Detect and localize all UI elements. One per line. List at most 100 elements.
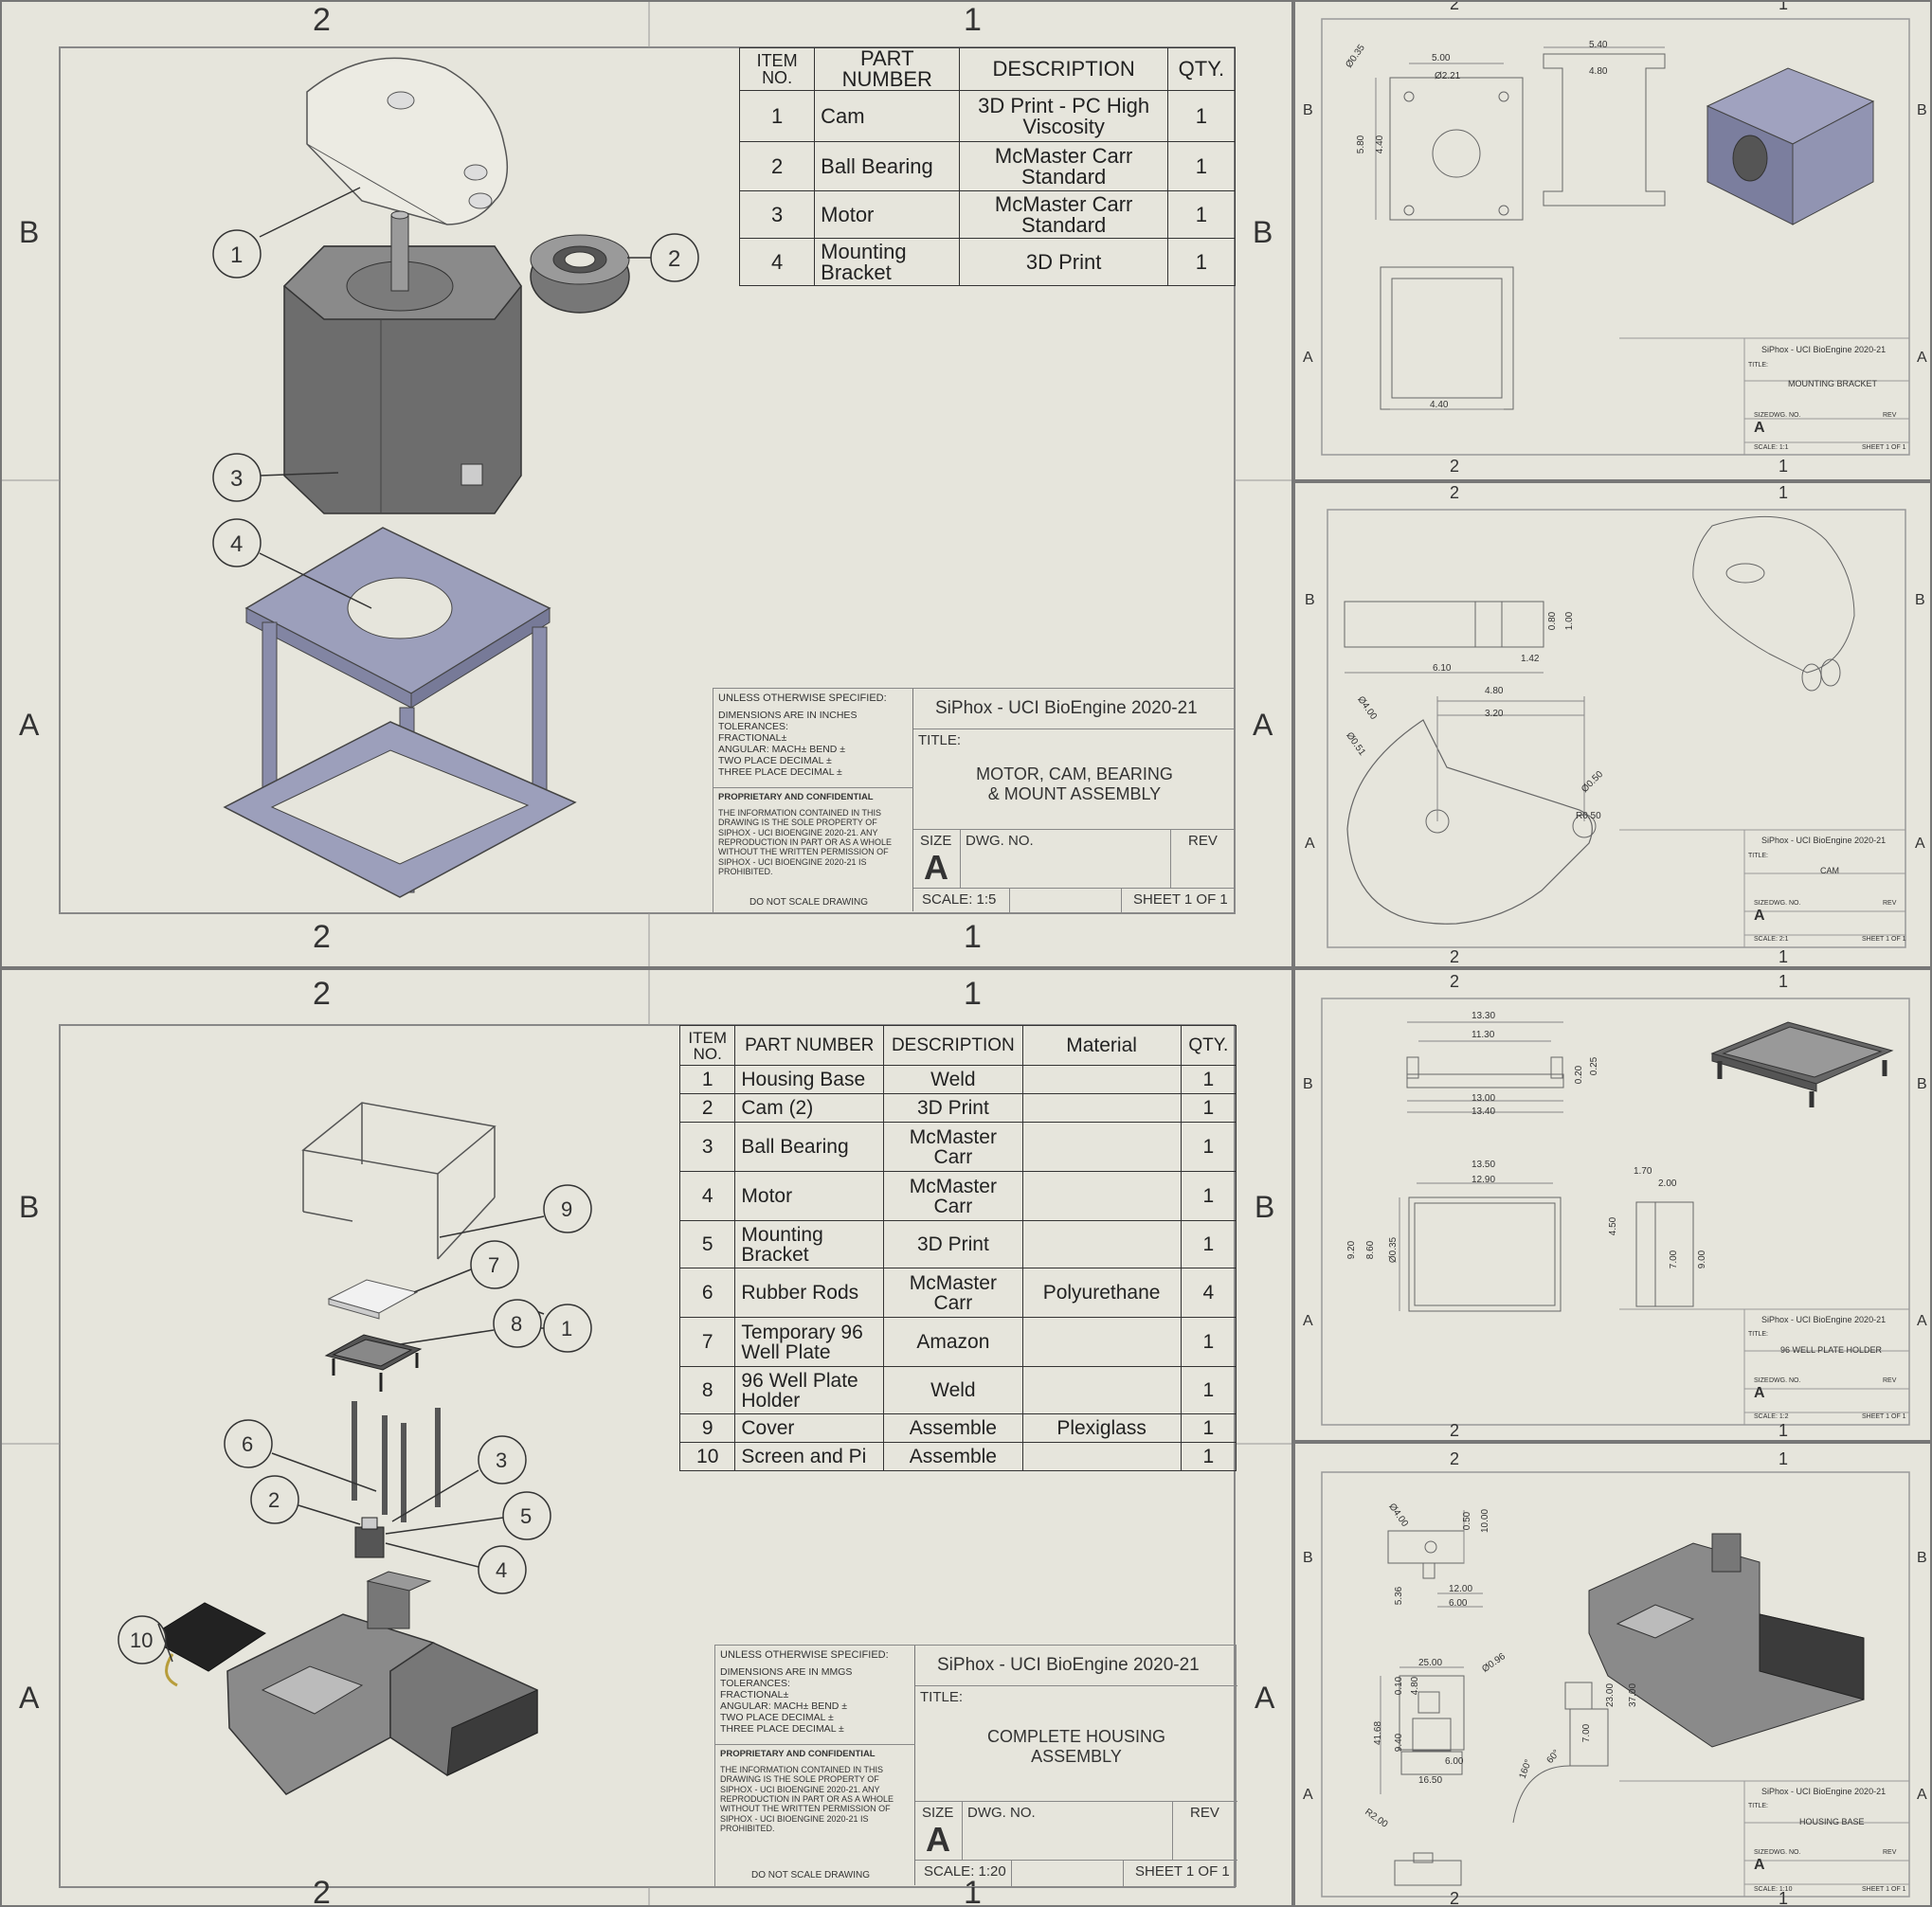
size-label: SIZE <box>920 833 952 849</box>
dim-label: 13.40 <box>1472 1106 1496 1117</box>
dim-label: 0.20 <box>1574 1065 1585 1085</box>
zone-rowB-r: B <box>1917 102 1927 118</box>
bom-cell: Weld <box>883 1366 1023 1414</box>
bom-header-desc: DESCRIPTION <box>883 1025 1023 1066</box>
zone-col1: 1 <box>1779 483 1789 502</box>
mini-rev-label: REV <box>1883 412 1897 419</box>
bom-cell: McMaster Carr <box>883 1268 1023 1318</box>
dim-label: 1.70 <box>1634 1166 1652 1177</box>
sheet-count: SHEET 1 OF 1 <box>1133 891 1228 908</box>
dim-label: 1.42 <box>1521 654 1540 664</box>
zone-rowB-left: B <box>19 215 40 249</box>
proprietary-heading: PROPRIETARY AND CONFIDENTIAL <box>720 1749 876 1759</box>
dim-label: 23.00 <box>1605 1682 1616 1708</box>
dim-label: 0.80 <box>1547 611 1559 631</box>
balloon-label: 1 <box>230 243 244 268</box>
title-label: TITLE: <box>918 732 962 748</box>
dim-label: 1.00 <box>1564 611 1576 631</box>
bom-cell: 4 <box>678 1171 736 1221</box>
plate-holder-part <box>324 1334 423 1392</box>
bom-cell: 1 <box>1180 1442 1237 1471</box>
bom-header-qty: QTY. <box>1166 47 1237 91</box>
dim-label: 4.50 <box>1608 1216 1619 1236</box>
bom-cell: Mounting Bracket <box>734 1220 885 1268</box>
well-plate-part <box>327 1279 419 1320</box>
mini-title-label: TITLE: <box>1748 1331 1769 1338</box>
mini-size: A <box>1754 908 1765 924</box>
proprietary-heading: PROPRIETARY AND CONFIDENTIAL <box>718 792 874 802</box>
bom-cell: 1 <box>1166 141 1237 191</box>
zone-rowA-r: A <box>1917 350 1927 366</box>
bom-cell: Motor <box>734 1171 885 1221</box>
bom-cell: 1 <box>1180 1220 1237 1268</box>
mini-title-label: TITLE: <box>1748 853 1769 859</box>
zone-rowB-r: B <box>1915 592 1925 608</box>
zone-rowA-r: A <box>1917 1313 1927 1329</box>
cam-detail-geometry <box>1327 509 1906 948</box>
company-name: SiPhox - UCI BioEngine 2020-21 <box>937 1655 1200 1675</box>
balloon-label: 2 <box>268 1488 280 1512</box>
zone-col1-bottom: 1 <box>964 1875 982 1907</box>
mini-title-label: TITLE: <box>1748 1803 1769 1809</box>
dim-label: 5.40 <box>1589 40 1608 50</box>
dim-label: 4.40 <box>1430 400 1449 410</box>
housing-iso <box>1588 1533 1865 1748</box>
dim-label: 5.80 <box>1356 135 1367 154</box>
bom-cell: 3D Print <box>959 238 1168 286</box>
bom-cell: McMaster Carr Standard <box>959 190 1168 239</box>
mini-size: A <box>1754 1385 1765 1401</box>
zone-col2-bottom: 2 <box>313 1875 331 1907</box>
zone-col1-top: 1 <box>964 976 982 1012</box>
detail-sheet-plate-holder: 2 1 B A B A 2 1 13.30 11.30 0.20 0.25 13… <box>1293 968 1932 1442</box>
zone-rowA: A <box>1303 350 1313 366</box>
zone-col1-top: 1 <box>964 2 982 38</box>
zone-rowA: A <box>1303 1313 1313 1329</box>
balloon-label: 4 <box>230 531 244 557</box>
bom-cell <box>1021 1220 1182 1268</box>
sheet-count: SHEET 1 OF 1 <box>1135 1863 1230 1880</box>
dim-label: 8.60 <box>1365 1240 1377 1260</box>
zone-col1: 1 <box>1779 0 1789 13</box>
bom-cell <box>1021 1317 1182 1367</box>
balloon-label: 3 <box>496 1448 508 1472</box>
bom-header-item: ITEM NO. <box>738 47 816 91</box>
bom-cell: Plexiglass <box>1021 1413 1182 1443</box>
zone-rowA-left: A <box>19 1681 40 1715</box>
dim-label: 0.25 <box>1589 1056 1600 1076</box>
zone-col1: 1 <box>1779 1449 1789 1468</box>
dim-label: 4.40 <box>1375 135 1386 154</box>
balloon-label: 7 <box>488 1253 500 1277</box>
zone-rowA-right: A <box>1255 1681 1275 1715</box>
mini-title-label: TITLE: <box>1748 362 1769 369</box>
balloon-label: 5 <box>520 1504 533 1528</box>
bom-cell: 96 Well Plate Holder <box>734 1366 885 1414</box>
sheet1-geometry <box>2 2 1291 966</box>
dim-label: R0.50 <box>1576 811 1601 821</box>
bom-header-material: Material <box>1021 1025 1182 1066</box>
dim-label: Ø2.21 <box>1435 71 1461 81</box>
bom-cell: Screen and Pi <box>734 1442 885 1471</box>
title-block-housing: UNLESS OTHERWISE SPECIFIED: DIMENSIONS A… <box>714 1645 1237 1887</box>
bom-cell: 4 <box>738 238 816 286</box>
bom-cell: Cover <box>734 1413 885 1443</box>
bom-cell: 3D Print <box>883 1093 1023 1123</box>
unless-note: UNLESS OTHERWISE SPECIFIED: <box>720 1649 889 1661</box>
bracket-detail-geometry <box>1321 18 1910 456</box>
dim-label: 37.00 <box>1628 1682 1639 1708</box>
cover-part <box>301 1102 497 1260</box>
bracket-iso <box>1706 67 1875 225</box>
mini-company: SiPhox - UCI BioEngine 2020-21 <box>1761 345 1887 354</box>
size-value: A <box>926 1820 950 1859</box>
zone-col2-top: 2 <box>313 2 331 38</box>
zone-rowB: B <box>1303 102 1313 118</box>
zone-rowA-left: A <box>19 708 40 742</box>
bom-cell: Assemble <box>883 1413 1023 1443</box>
bom-cell: 1 <box>1166 190 1237 239</box>
zone-col1-b: 1 <box>1779 1421 1789 1440</box>
zone-col2-b: 2 <box>1450 947 1460 966</box>
dim-label: 0.10 <box>1394 1676 1405 1696</box>
bom-cell: 10 <box>678 1442 736 1471</box>
zone-col1-b: 1 <box>1779 947 1789 966</box>
